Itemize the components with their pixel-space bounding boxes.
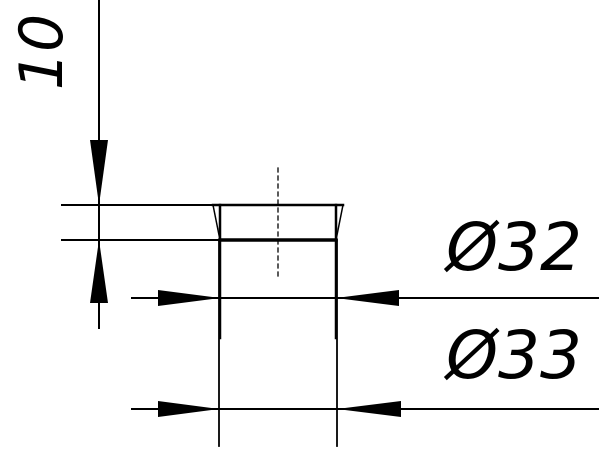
outer-diameter-arrow-left — [158, 401, 219, 417]
inner-diameter-label: Ø32 — [443, 209, 582, 286]
outer-diameter-arrow-right — [337, 401, 401, 417]
inner-diameter-arrow-left — [158, 290, 220, 306]
inner-diameter-arrow-right — [336, 290, 399, 306]
height-arrow-bottom — [90, 240, 108, 303]
height-dimension-label: 10 — [7, 14, 77, 90]
height-arrow-top — [90, 140, 108, 205]
outer-diameter-label: Ø33 — [443, 317, 582, 394]
